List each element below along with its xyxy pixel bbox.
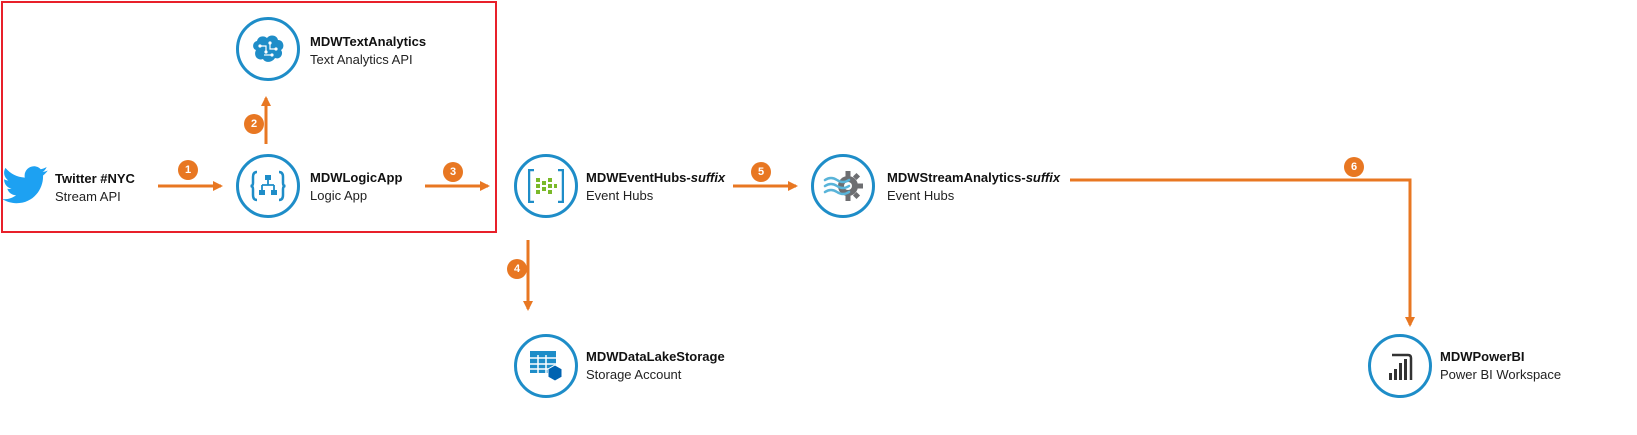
node-title: MDWEventHubs-suffix [586,169,725,187]
step-badge-3: 3 [443,162,463,182]
logic-app-icon [250,170,286,202]
power-bi-icon [1389,353,1413,380]
brain-icon [253,35,284,62]
node-title-suffix: suffix [1025,170,1061,185]
node-title: MDWPowerBI [1440,349,1525,364]
step-badge-4: 4 [507,259,527,279]
step-badge-1: 1 [178,160,198,180]
storage-account-icon [530,351,563,382]
twitter-bird-icon [2,166,48,204]
node-subtitle: Logic App [310,188,368,203]
node-title: MDWStreamAnalytics-suffix [887,169,1060,187]
node-title: MDWLogicApp [310,170,403,185]
node-title-main: MDWEventHubs- [586,170,691,185]
step-badge-2: 2 [244,114,264,134]
node-title: Twitter #NYC [55,171,135,186]
node-title-main: MDWStreamAnalytics- [887,170,1026,185]
node-subtitle: Storage Account [586,367,682,382]
highlight-box [1,1,497,233]
node-title-suffix: suffix [690,170,726,185]
step-badge-5: 5 [751,162,771,182]
node-subtitle: Stream API [55,189,121,204]
node-subtitle: Event Hubs [887,188,955,203]
node-subtitle: Text Analytics API [310,52,413,67]
node-title: MDWDataLakeStorage [586,349,725,364]
arrow-streamanalytics-to-powerbi [1070,178,1415,327]
node-title: MDWTextAnalytics [310,34,427,49]
node-subtitle: Power BI Workspace [1440,367,1562,382]
stream-analytics-icon [823,171,863,201]
node-subtitle: Event Hubs [586,188,654,203]
event-hubs-icon [528,169,564,203]
step-badge-6: 6 [1344,157,1364,177]
